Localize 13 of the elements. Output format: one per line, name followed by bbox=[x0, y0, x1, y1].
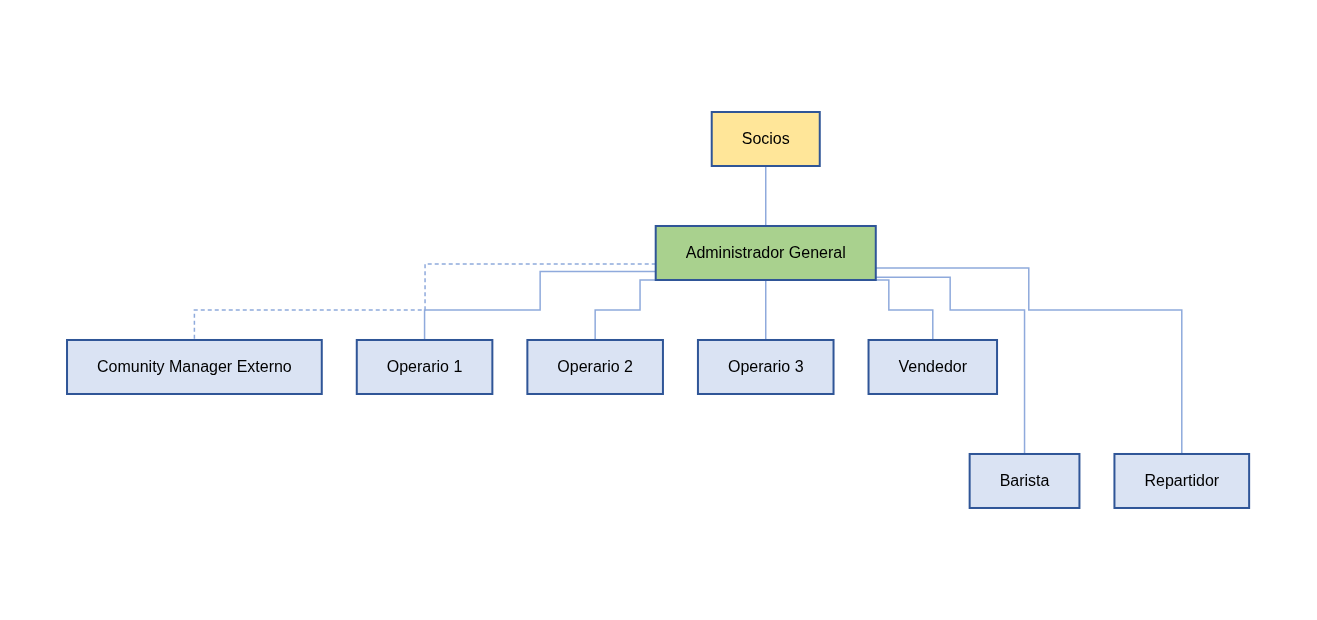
connector bbox=[765, 279, 767, 341]
connector bbox=[424, 270, 657, 341]
connector bbox=[194, 263, 657, 341]
node-box: Repartidor bbox=[1113, 453, 1251, 509]
node-box: Operario 3 bbox=[697, 339, 835, 395]
node-box: Barista bbox=[969, 453, 1081, 509]
node-box: Comunity Manager Externo bbox=[66, 339, 324, 395]
node-box: Operario 1 bbox=[356, 339, 494, 395]
node-box: Vendedor bbox=[867, 339, 999, 395]
node-box: Administrador General bbox=[655, 225, 878, 281]
node-box: Socios bbox=[711, 111, 822, 167]
node-box: Operario 2 bbox=[526, 339, 665, 395]
connector bbox=[765, 165, 767, 227]
